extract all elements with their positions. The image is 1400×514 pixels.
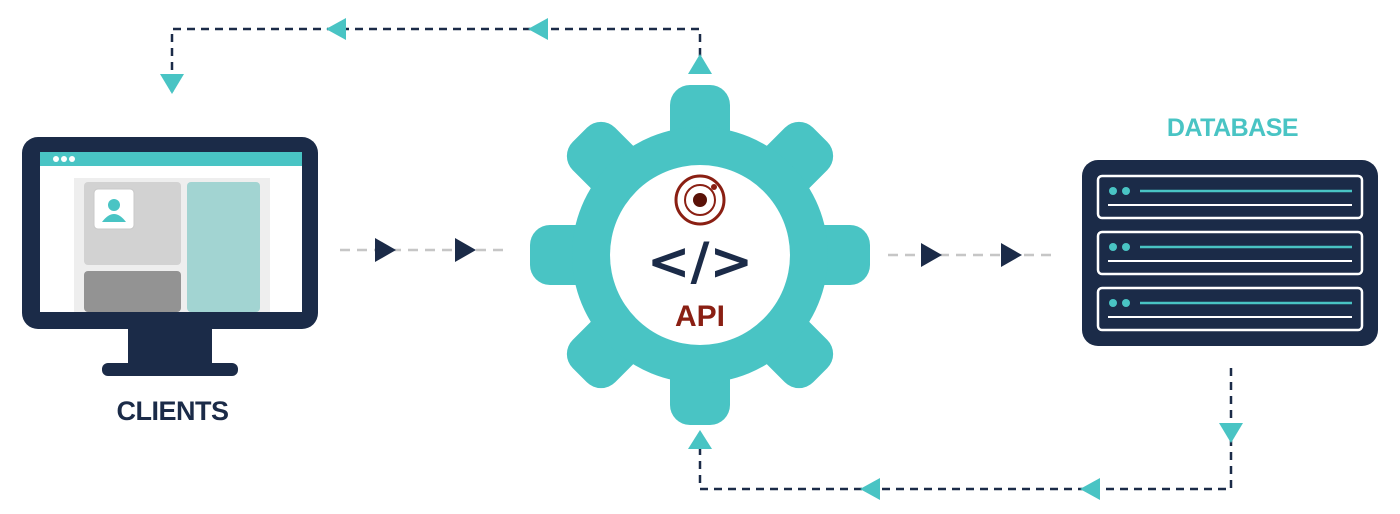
arrowhead-down-icon [1219, 423, 1243, 443]
arrowhead-right-icon [375, 238, 396, 262]
arrowhead-up-icon [688, 54, 712, 74]
clients-to-api-arrow [340, 238, 510, 262]
top-return-arrow [160, 18, 712, 94]
arrowhead-left-icon [528, 18, 548, 40]
api-code-symbol: </> [646, 232, 754, 292]
user-avatar-icon [93, 188, 135, 230]
arrowhead-left-icon [860, 478, 880, 500]
server-unit [1096, 230, 1364, 276]
arrowhead-right-icon [1001, 243, 1022, 267]
database-label: DATABASE [1166, 114, 1299, 142]
api-label: API [674, 300, 725, 333]
server-unit [1096, 286, 1364, 332]
server-rack-icon [1082, 160, 1378, 346]
gear-icon [530, 85, 870, 425]
server-unit [1096, 174, 1364, 220]
clients-label: CLIENTS [116, 396, 229, 426]
api-to-database-arrow [888, 243, 1058, 267]
arrowhead-left-icon [326, 18, 346, 40]
arrowhead-right-icon [455, 238, 476, 262]
arrowhead-up-icon [688, 430, 712, 449]
arrowhead-down-icon [160, 74, 184, 94]
arrowhead-right-icon [921, 243, 942, 267]
monitor-icon [22, 137, 318, 376]
bottom-return-arrow [688, 368, 1243, 500]
arrowhead-left-icon [1080, 478, 1100, 500]
api-logo-icon [674, 174, 726, 226]
